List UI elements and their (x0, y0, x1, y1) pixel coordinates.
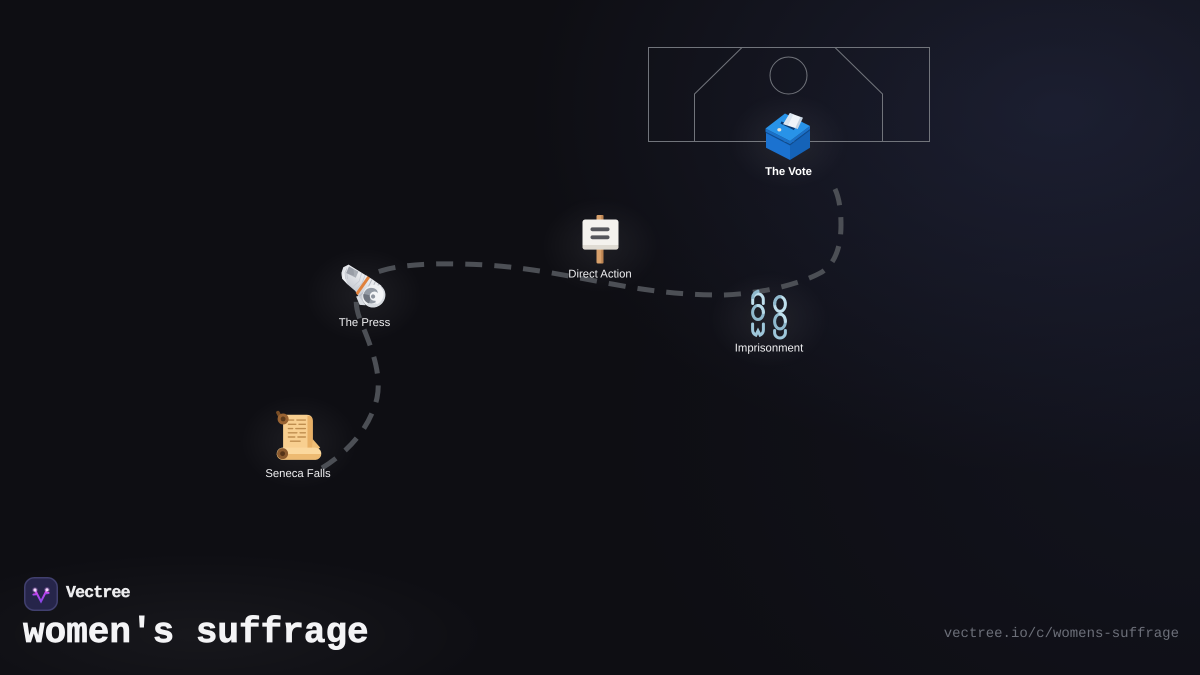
svg-text:Imprisonment: Imprisonment (735, 343, 804, 355)
svg-text:The Vote: The Vote (765, 166, 812, 178)
svg-text:Direct Action: Direct Action (568, 269, 631, 281)
svg-text:Seneca Falls: Seneca Falls (265, 468, 331, 480)
svg-text:The Press: The Press (339, 317, 391, 329)
